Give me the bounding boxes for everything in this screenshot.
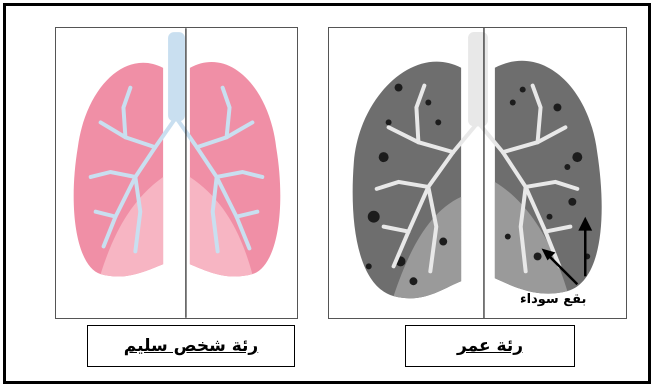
- healthy-lung-panel: [55, 27, 298, 319]
- black-spot: [520, 87, 526, 93]
- black-spot: [379, 152, 389, 162]
- black-spot: [368, 211, 380, 223]
- black-spot: [553, 103, 561, 111]
- healthy-lung-illustration: [56, 28, 297, 318]
- black-spot: [534, 252, 542, 260]
- trachea: [168, 32, 185, 121]
- black-spot: [409, 277, 417, 285]
- black-spots-label: بقع سوداء: [520, 292, 586, 307]
- black-spot: [505, 234, 511, 240]
- black-spot: [439, 238, 447, 246]
- black-spot: [572, 152, 582, 162]
- black-spot: [547, 214, 553, 220]
- black-spot: [425, 100, 431, 106]
- smoker-lung-panel: [328, 27, 627, 319]
- smoker-lung-caption: رئة عمر: [405, 325, 575, 367]
- black-spot: [395, 84, 403, 92]
- black-spot: [510, 100, 516, 106]
- healthy-lung-caption: رئة شخص سليم: [87, 325, 295, 367]
- black-spot: [564, 164, 570, 170]
- smoker-lung-illustration: [329, 28, 626, 318]
- black-spot: [386, 119, 392, 125]
- black-spot: [435, 119, 441, 125]
- smoker-lung-caption-text: رئة عمر: [457, 336, 523, 356]
- black-spot: [366, 263, 372, 269]
- healthy-lung-caption-text: رئة شخص سليم: [124, 336, 258, 356]
- trachea: [468, 32, 488, 126]
- black-spot: [568, 198, 576, 206]
